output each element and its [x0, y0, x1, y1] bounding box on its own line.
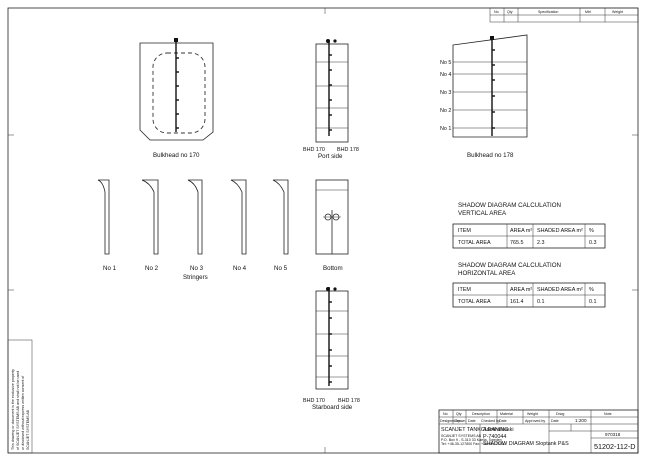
stbd-bhd-178-label: BHD 178: [338, 398, 360, 404]
side-note-line-4: SCANJET SYSTEMS AB: [26, 409, 30, 450]
tb-date-2: Date: [499, 419, 507, 423]
starboard-side-view: BHD 170 BHD 178 Starboard side: [303, 287, 360, 411]
calc-horizontal-title: SHADOW DIAGRAM CALCULATION: [458, 262, 561, 269]
horizontal-area-table: ITEM AREA m² SHADED AREA m² % TOTAL AREA…: [452, 282, 606, 308]
level-no-1: No 1: [440, 126, 451, 132]
tb-project-1: Admiraltieski: [483, 427, 514, 433]
tb-scale: 1:200: [575, 418, 587, 423]
bulkhead-170-view: Bulkhead no 170: [139, 38, 214, 159]
tb-date: 970318: [605, 432, 621, 437]
stringers-label: Stringers: [183, 274, 208, 281]
starboard-side-label: Starboard side: [312, 404, 353, 411]
stringer-no-4: No 4: [233, 265, 247, 272]
v-header-shaded: SHADED AREA m²: [537, 228, 583, 234]
tb-designed-by: Designed by: [440, 419, 460, 423]
v-header-item: ITEM: [458, 228, 471, 234]
bulkhead-178-view: No 5 No 4 No 3 No 2 No 1 Bulkhead no 178: [440, 34, 528, 159]
stringer-no-5: No 5: [274, 265, 288, 272]
v-header-pct: %: [589, 228, 594, 234]
stbd-bhd-170-label: BHD 170: [303, 398, 325, 404]
port-side-view: BHD 170 BHD 178 Port side: [303, 39, 359, 160]
level-no-3: No 3: [440, 90, 451, 96]
bulkhead-170-label: Bulkhead no 170: [153, 152, 200, 159]
level-no-5: No 5: [440, 60, 451, 66]
tb-date-1: Date: [468, 419, 476, 423]
h-row-shaded: 0.1: [537, 299, 545, 305]
tb-header-material: Material: [500, 412, 513, 416]
sheet-border: [7, 7, 639, 454]
top-col-no: No: [494, 10, 499, 14]
tb-approved-by: Approved by: [525, 419, 545, 423]
tb-header-note: Note: [604, 412, 612, 416]
top-col-spec: Specification: [538, 10, 558, 14]
stringers-view: No 1 No 2 No 3 No 4 No 5 Stringers: [97, 179, 289, 281]
calc-vertical-subtitle: VERTICAL AREA: [458, 210, 507, 217]
tb-drawn: Drawn: [455, 419, 465, 423]
h-header-pct: %: [589, 287, 594, 293]
tb-checked-by: Checked by: [481, 419, 500, 423]
shadow-calc-section: SHADOW DIAGRAM CALCULATION VERTICAL AREA…: [452, 202, 606, 308]
stringer-no-2: No 2: [145, 265, 159, 272]
tb-header-desc: Description: [472, 412, 490, 416]
h-header-area: AREA m²: [510, 287, 532, 293]
v-row-item: TOTAL AREA: [458, 240, 491, 246]
v-row-shaded: 2.3: [537, 240, 545, 246]
tb-drawing-number: 51202-112-D: [594, 442, 635, 451]
tb-date-3: Date: [551, 419, 559, 423]
h-row-item: TOTAL AREA: [458, 299, 491, 305]
port-bhd-170-label: BHD 170: [303, 147, 325, 153]
top-col-mtrl: Mtrl: [585, 10, 591, 14]
level-no-4: No 4: [440, 72, 451, 78]
stringer-no-3: No 3: [190, 265, 204, 272]
v-row-pct: 0.3: [589, 240, 597, 246]
tb-company-line-2: P.O. Box 9 - S-310 33 Kaelia, Sweden: [441, 438, 502, 442]
side-note-line-3: or disclosed without express written con…: [21, 376, 25, 450]
tb-project-2: P-740044: [483, 434, 506, 440]
bottom-label: Bottom: [323, 265, 343, 272]
side-note-line-1: This drawing or document is the exclusiv…: [11, 369, 15, 450]
calc-horizontal-subtitle: HORIZONTAL AREA: [458, 270, 516, 277]
h-row-pct: 0.1: [589, 299, 597, 305]
side-note: This drawing or document is the exclusiv…: [7, 339, 33, 454]
top-title-block: No Qty Specification Mtrl Weight: [489, 7, 639, 23]
tb-header-weight: Weight: [527, 412, 538, 416]
port-bhd-178-label: BHD 178: [337, 147, 359, 153]
tb-header-no: No: [443, 412, 448, 416]
h-row-area: 161.4: [510, 299, 524, 305]
title-block: No Qty Description Material Weight Drwg …: [438, 409, 639, 454]
vertical-area-table: ITEM AREA m² SHADED AREA m² % TOTAL AREA…: [452, 223, 606, 249]
stringer-no-1: No 1: [103, 265, 117, 272]
tb-company-line-3: Tel: +46-35-127800 Fax: +46-35-127810: [441, 442, 506, 446]
level-no-2: No 2: [440, 108, 451, 114]
tb-project-3: SHADOW DIAGRAM Sloptank P&S: [483, 441, 569, 447]
tb-header-drwg: Drwg: [556, 412, 564, 416]
h-header-item: ITEM: [458, 287, 471, 293]
calc-vertical-title: SHADOW DIAGRAM CALCULATION: [458, 202, 561, 209]
port-side-label: Port side: [318, 153, 343, 160]
side-note-line-2: of SCANJET SYSTEMS AB and shall not be u…: [16, 371, 20, 450]
tb-header-qty: Qty: [456, 412, 462, 416]
v-row-area: 765.5: [510, 240, 524, 246]
bottom-view: Bottom: [315, 179, 349, 272]
top-col-weight: Weight: [612, 10, 623, 14]
v-header-area: AREA m²: [510, 228, 532, 234]
tb-company: SCANJET TANKCLEANING: [441, 427, 508, 433]
bulkhead-178-label: Bulkhead no 178: [467, 152, 514, 159]
h-header-shaded: SHADED AREA m²: [537, 287, 583, 293]
tb-company-line-1: SCANJET SYSTEMS AB: [441, 434, 482, 438]
top-col-qty: Qty: [507, 10, 513, 14]
